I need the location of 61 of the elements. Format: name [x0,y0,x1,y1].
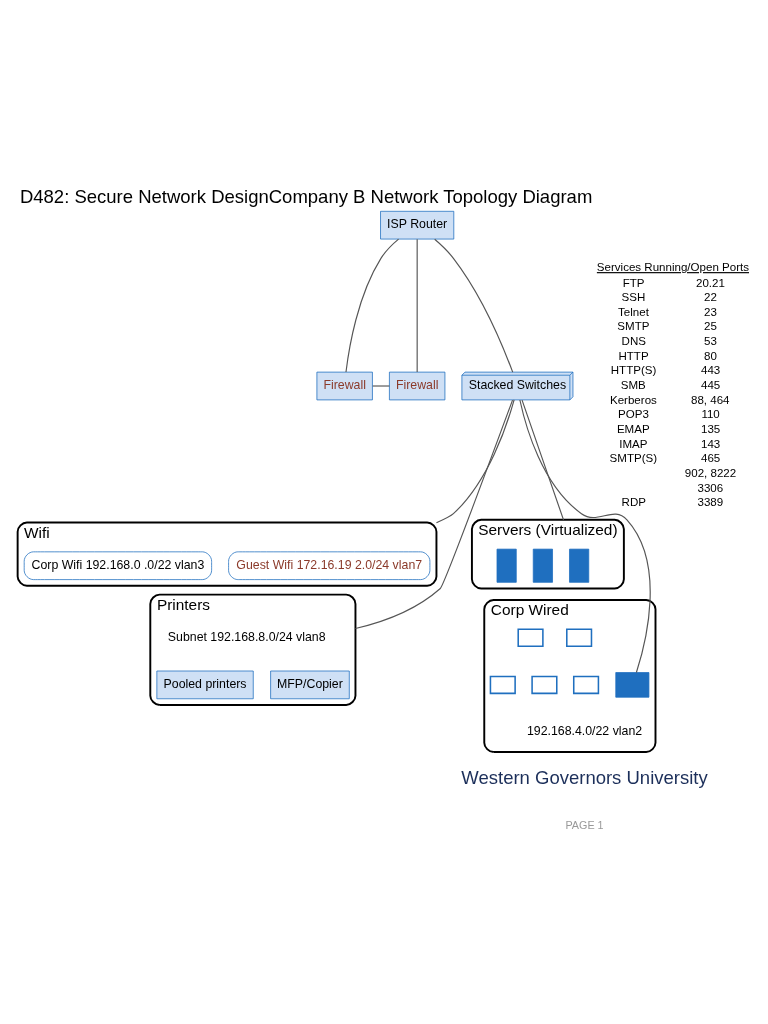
label: 53 [704,334,717,347]
label: 445 [701,378,721,391]
cluster: Servers (Virtualized) [470,518,625,589]
label: 25 [704,319,717,332]
label: 110 [701,407,720,420]
label: 22 [704,290,717,303]
connector [435,398,515,523]
label: 80 [704,349,717,362]
connector [372,384,390,387]
label: SMTP(S) [609,451,658,464]
node-laptop [566,628,593,647]
label: 3306 [697,481,724,494]
label: SMTP [617,319,650,332]
node-server [569,548,590,583]
node-text: 192.168.4.0/22 vlan2 [526,723,643,738]
connector [345,238,400,373]
label: RDP [621,495,646,508]
node-box: Guest Wifi 172.16.19 2.0/24 vlan7 [228,550,431,580]
label: 443 [701,363,721,376]
node-box: Pooled printers [156,670,254,699]
connector [354,399,514,629]
label: 902, 8222 [684,466,737,479]
label: 88, 464 [690,393,730,406]
label: IMAP [619,437,648,450]
node-box: Firewall [316,371,373,400]
node-laptop [517,628,544,647]
diagram-title: D482: Secure Network DesignCompany B Network Topology Diagram [19,185,593,207]
connector [521,399,565,520]
label: FTP [622,276,645,289]
node-laptop [489,675,516,694]
connector [519,398,651,673]
node-laptop [531,675,558,694]
label: SMB [620,378,646,391]
label: HTTP [618,349,649,362]
node-box: MFP/Copier [270,670,350,699]
node-server [496,548,517,583]
label: 135 [701,422,721,435]
node-text: Subnet 192.168.8.0/24 vlan8 [167,629,326,644]
node-box: ISP Router [380,210,455,239]
node-server [532,548,553,583]
label: 23 [704,305,717,318]
label: Western Governors University [461,766,708,788]
connector [416,238,418,373]
label: 20.21 [695,276,725,289]
label: Telnet [618,305,649,318]
label: EMAP [616,422,650,435]
connector [434,238,514,373]
node-box: Corp Wifi 192.168.0 .0/22 vlan3 [23,550,212,580]
node-computer [615,671,650,698]
label: Services Running/Open Ports [596,260,749,273]
node-box: Firewall [389,371,446,400]
label: 3389 [697,495,724,508]
label: POP3 [618,407,649,420]
label: PAGE 1 [565,818,604,831]
label: HTTP(S) [610,363,657,376]
node-laptop [572,675,600,694]
label: 465 [701,451,721,464]
label: SSH [621,290,646,303]
label: DNS [621,334,646,347]
label: 143 [701,437,721,450]
label: Kerberos [609,393,657,406]
